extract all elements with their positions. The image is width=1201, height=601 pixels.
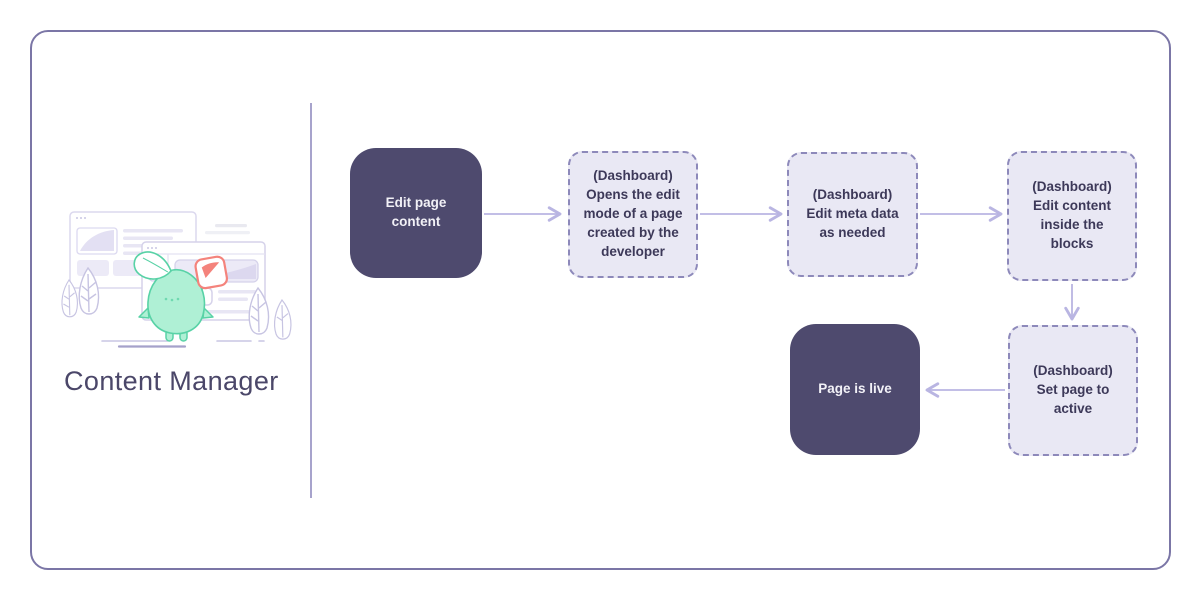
flow-node-label: (Dashboard) Set page to active — [1033, 363, 1113, 416]
content-manager-illustration — [61, 211, 292, 348]
flow-node-label: (Dashboard) Edit content inside the bloc… — [1032, 179, 1112, 251]
vertical-divider — [310, 103, 312, 498]
flow-node-label: Edit page content — [385, 195, 447, 229]
flow-node-edit-page-content: Edit page content — [350, 148, 482, 278]
flow-node-edit-meta-data: (Dashboard) Edit meta data as needed — [787, 152, 918, 277]
image-card-icon — [194, 255, 229, 290]
flow-node-set-page-active: (Dashboard) Set page to active — [1008, 325, 1138, 456]
page-title: Content Manager — [64, 366, 279, 396]
flow-node-open-edit-mode: (Dashboard) Opens the edit mode of a pag… — [568, 151, 698, 278]
plant-icon — [61, 266, 100, 318]
flow-node-edit-content-blocks: (Dashboard) Edit content inside the bloc… — [1007, 151, 1137, 281]
flow-node-label: Page is live — [818, 381, 892, 397]
flow-node-label: (Dashboard) Edit meta data as needed — [806, 187, 899, 240]
faint-text-lines — [205, 224, 250, 235]
flow-node-page-is-live: Page is live — [790, 324, 920, 455]
plant-icon — [248, 286, 292, 340]
flow-node-label: (Dashboard) Opens the edit mode of a pag… — [583, 168, 683, 259]
ground-lines — [101, 340, 265, 348]
